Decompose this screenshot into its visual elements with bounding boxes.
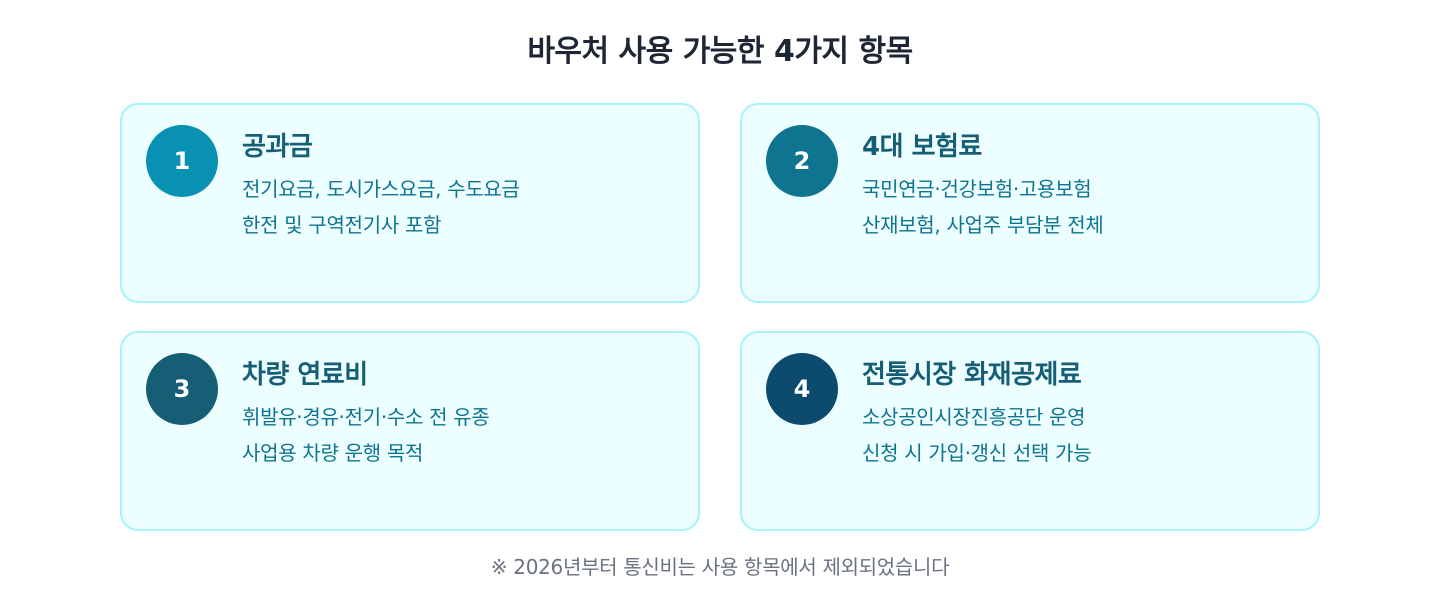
card-title: 공과금 xyxy=(242,132,313,162)
card-description-line-2: 사업용 차량 운행 목적 xyxy=(242,441,424,465)
card-fire-mutual-aid: 4 전통시장 화재공제료 소상공인시장진흥공단 운영 신청 시 가입·갱신 선택… xyxy=(740,331,1320,531)
footnote: ※ 2026년부터 통신비는 사용 항목에서 제외되었습니다 xyxy=(490,555,950,579)
number-badge: 2 xyxy=(766,125,838,197)
card-description-line-2: 한전 및 구역전기사 포함 xyxy=(242,213,442,237)
number-badge: 4 xyxy=(766,353,838,425)
card-description-line-1: 전기요금, 도시가스요금, 수도요금 xyxy=(242,177,520,201)
card-description-line-1: 국민연금·건강보험·고용보험 xyxy=(862,177,1092,201)
card-description-line-2: 신청 시 가입·갱신 선택 가능 xyxy=(862,441,1092,465)
card-description-line-1: 소상공인시장진흥공단 운영 xyxy=(862,405,1086,429)
card-title: 전통시장 화재공제료 xyxy=(862,360,1082,390)
card-description-line-2: 산재보험, 사업주 부담분 전체 xyxy=(862,213,1104,237)
page-title: 바우처 사용 가능한 4가지 항목 xyxy=(527,34,913,69)
card-insurance: 2 4대 보험료 국민연금·건강보험·고용보험 산재보험, 사업주 부담분 전체 xyxy=(740,103,1320,303)
card-title: 차량 연료비 xyxy=(242,360,368,390)
card-description-line-1: 휘발유·경유·전기·수소 전 유종 xyxy=(242,405,490,429)
card-title: 4대 보험료 xyxy=(862,132,982,162)
number-badge: 1 xyxy=(146,125,218,197)
card-utilities: 1 공과금 전기요금, 도시가스요금, 수도요금 한전 및 구역전기사 포함 xyxy=(120,103,700,303)
card-fuel: 3 차량 연료비 휘발유·경유·전기·수소 전 유종 사업용 차량 운행 목적 xyxy=(120,331,700,531)
number-badge: 3 xyxy=(146,353,218,425)
